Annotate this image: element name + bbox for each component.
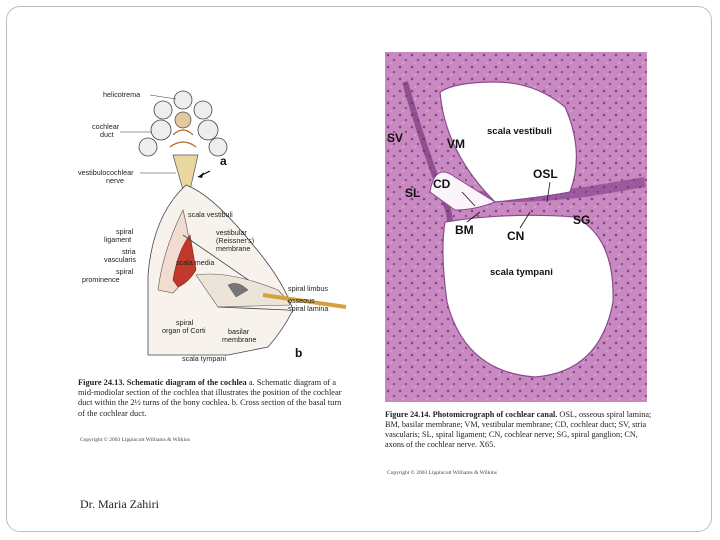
- right-caption-text: OSL, osseous spiral lamina; BM, basilar …: [385, 410, 652, 449]
- left-figure-caption: Figure 24.13. Schematic diagram of the c…: [78, 378, 346, 419]
- scala-vestibuli-space: [439, 81, 577, 203]
- label-scala-tympani-micro: scala tympani: [490, 267, 553, 278]
- right-caption-title: Figure 24.14. Photomicrograph of cochlea…: [385, 410, 558, 419]
- label-cd: CD: [433, 177, 451, 191]
- label-scala-tympani: scala tympani: [182, 354, 226, 363]
- cochlear-duct-space: [429, 171, 497, 211]
- scala-tympani-space: [442, 214, 614, 378]
- left-caption-title: Figure 24.13. Schematic diagram of the c…: [78, 378, 247, 387]
- cochlea-cross-section-panel-b: [147, 184, 347, 356]
- label-organ-of-corti: organ of Corti: [162, 326, 206, 335]
- left-copyright: Copyright © 2003 Lippincott Williams & W…: [80, 437, 190, 443]
- label-sl: SL: [405, 186, 420, 200]
- label-stria: stria: [122, 247, 136, 256]
- label-reissners: (Reissner's): [216, 236, 254, 245]
- label-spiral-limbus: spiral limbus: [288, 284, 328, 293]
- label-bm: BM: [455, 223, 474, 237]
- label-osl: OSL: [533, 167, 558, 181]
- label-spiral-3: spiral: [176, 318, 194, 327]
- author-name: Dr. Maria Zahiri: [80, 497, 159, 511]
- label-cochlear: cochlear: [92, 122, 120, 131]
- label-basilar: basilar: [228, 327, 250, 336]
- label-sv: SV: [387, 131, 403, 145]
- label-sg: SG: [573, 213, 590, 227]
- label-basilar-membrane: membrane: [222, 335, 256, 344]
- label-duct: duct: [100, 130, 114, 139]
- right-figure-caption: Figure 24.14. Photomicrograph of cochlea…: [385, 410, 655, 450]
- label-panel-b: b: [295, 346, 302, 360]
- label-spiral-2: spiral: [116, 267, 134, 276]
- label-cn: CN: [507, 229, 524, 243]
- label-membrane: membrane: [216, 244, 250, 253]
- label-vascularis: vascularis: [104, 255, 136, 264]
- label-spiral-1: spiral: [116, 227, 134, 236]
- label-scala-vestibuli-micro: scala vestibuli: [487, 126, 552, 137]
- cochlea-spiral-panel-a: [138, 90, 228, 191]
- slide-frame: [6, 6, 712, 532]
- cochlea-schematic-diagram: helicotrema cochlear duct a vestibulococ…: [78, 90, 347, 363]
- right-copyright: Copyright © 2003 Lippincott Williams & W…: [387, 470, 497, 476]
- label-prominence: prominence: [82, 275, 120, 284]
- label-spiral-lamina: spiral lamina: [288, 304, 328, 313]
- label-vestibulocochlear: vestibulocochlear: [78, 168, 134, 177]
- label-scala-media: scala media: [176, 258, 214, 267]
- label-helicotrema: helicotrema: [103, 90, 140, 99]
- label-panel-a: a: [220, 154, 227, 168]
- label-vestibular: vestibular: [216, 228, 247, 237]
- label-nerve: nerve: [106, 176, 124, 185]
- label-ligament: ligament: [104, 235, 131, 244]
- left-caption-text: a. Schematic diagram of a mid-modiolar s…: [78, 378, 342, 418]
- label-scala-vestibuli: scala vestibuli: [188, 210, 233, 219]
- label-vm: VM: [447, 137, 465, 151]
- label-osseous: osseous: [288, 296, 315, 305]
- cochlear-canal-photomicrograph: SV VM scala vestibuli OSL SL CD SG BM CN…: [385, 52, 647, 402]
